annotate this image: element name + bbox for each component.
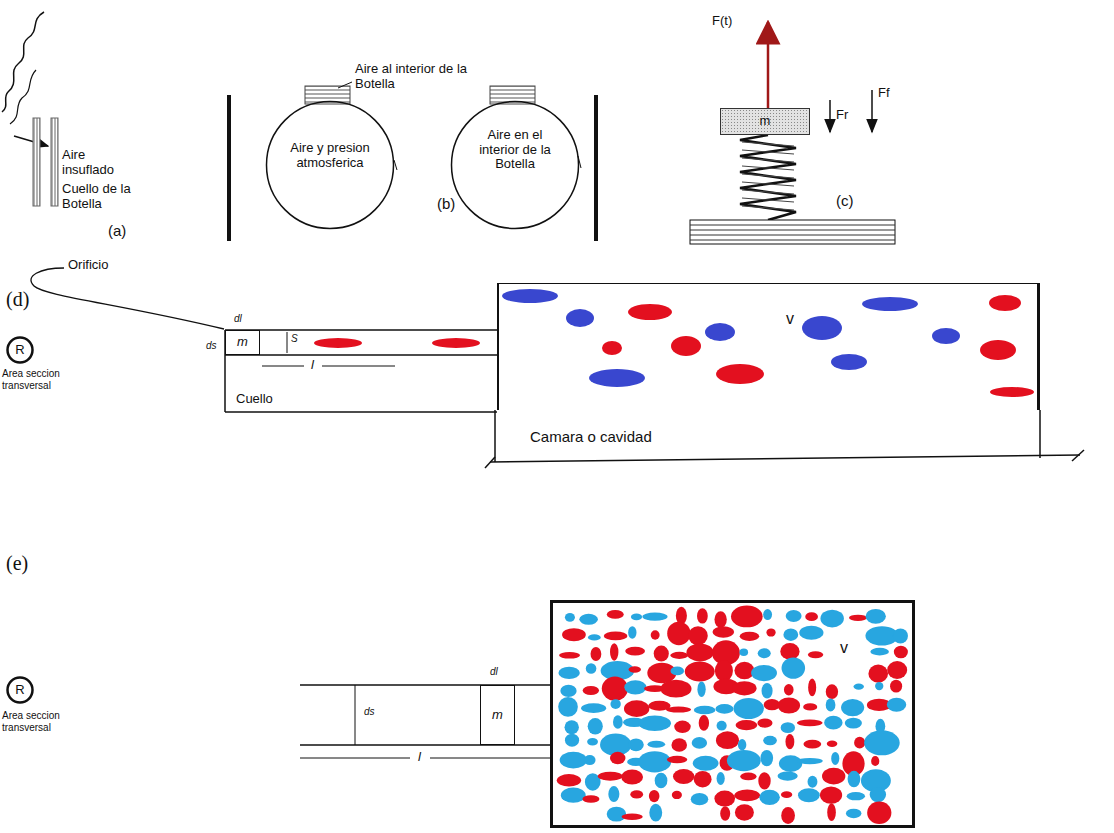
text-label: ds [206,340,217,352]
text-label: (c) [836,192,854,209]
text-label: Camara o cavidad [530,428,652,445]
text-label: ds [362,706,377,718]
text-label: Cuello de la Botella [62,182,134,212]
mass-block: m [480,685,515,745]
cavity-chamber: v [497,283,1040,410]
text-label: Fr [836,108,848,123]
text-label: F(t) [712,14,732,29]
circle-shape: Aire y presion atmosferica [265,100,395,230]
node-text: v [838,639,850,657]
circle-shape: Aire en el interior de la Botella [450,100,580,230]
text-label: Area seccion transversal [2,710,102,733]
text-label: S [291,333,298,345]
text-label: Aire al interior de la Botella [355,62,470,92]
node-text: m [760,114,771,129]
text-label: (d) [6,288,29,311]
circle-shape: R [6,336,34,364]
text-label: (b) [437,195,455,212]
node-text: Aire en el interior de la Botella [470,128,560,173]
circle-shape: R [6,676,34,704]
cavity-chamber: v [550,600,915,828]
node-text: m [492,708,503,723]
text-label: l [416,750,423,765]
text-label: Area seccion transversal [2,368,102,391]
text-label: Orificio [68,258,108,273]
text-label: dl [234,313,242,325]
text-label: Ff [878,86,890,101]
node-text: R [15,343,24,358]
node-text: v [784,310,796,328]
node-text: m [237,335,248,350]
text-label: l [309,358,316,373]
mass-block: m [720,108,810,135]
text-label: Aire insuflado [62,148,134,178]
text-label: (e) [6,552,28,575]
node-text: R [15,683,24,698]
mass-block: m [225,330,260,355]
text-label: (a) [108,222,126,239]
text-label: Cuello [236,392,273,407]
text-label: dl [490,666,498,678]
node-text: Aire y presion atmosferica [289,141,371,171]
